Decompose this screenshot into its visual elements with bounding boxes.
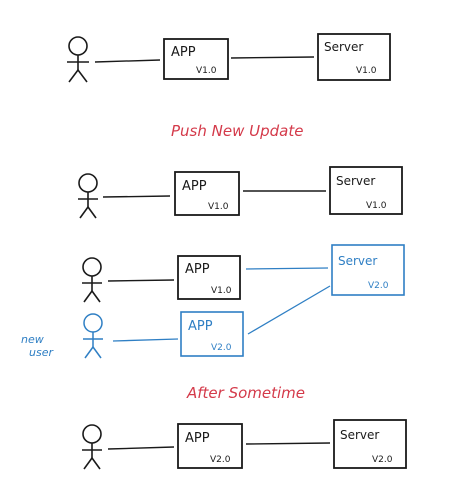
server-label: Server xyxy=(336,174,375,188)
app-box: APP V2.0 xyxy=(177,423,243,469)
user-figure xyxy=(78,173,98,219)
app-version: V2.0 xyxy=(211,343,232,353)
new-user-app-connector xyxy=(112,338,179,342)
server-version: V2.0 xyxy=(368,281,389,291)
user-app-connector xyxy=(102,195,171,198)
user-app-connector xyxy=(94,59,161,63)
app-server-connector xyxy=(245,267,329,270)
app-box: APP V1.0 xyxy=(177,255,241,300)
app-version: V1.0 xyxy=(211,286,232,296)
scene-initial: APP V1.0 Server V1.0 xyxy=(67,33,391,83)
app-label: APP xyxy=(188,319,213,334)
new-app-server-connector xyxy=(247,285,331,335)
app-label: APP xyxy=(185,431,210,446)
scene-final: APP V2.0 Server V2.0 xyxy=(82,419,407,470)
server-label: Server xyxy=(338,254,377,268)
app-label: APP xyxy=(182,179,207,194)
server-version: V1.0 xyxy=(356,66,377,76)
new-user-label: new user xyxy=(21,333,54,359)
user-app-connector xyxy=(107,279,175,282)
user-figure xyxy=(67,36,89,83)
app-label: APP xyxy=(171,45,196,60)
server-box: Server V1.0 xyxy=(329,166,403,215)
app-box: APP V1.0 xyxy=(174,171,240,216)
app-version: V1.0 xyxy=(208,202,229,212)
app-version: V1.0 xyxy=(196,66,217,76)
app-version: V2.0 xyxy=(210,455,231,465)
server-box: Server V2.0 xyxy=(333,419,407,469)
new-app-box: APP V2.0 xyxy=(180,311,244,357)
app-label: APP xyxy=(185,262,210,277)
server-version: V1.0 xyxy=(366,201,387,211)
new-user-label-line-2: user xyxy=(29,346,54,359)
new-user-label-line-1: new xyxy=(21,333,44,346)
new-user-figure xyxy=(83,313,103,359)
scene-pushed: APP V1.0 Server V1.0 xyxy=(78,166,403,219)
push-new-update-heading: Push New Update xyxy=(171,122,303,140)
app-box: APP V1.0 xyxy=(163,38,229,80)
server-version: V2.0 xyxy=(372,455,393,465)
server-label: Server xyxy=(324,40,363,54)
server-box: Server V1.0 xyxy=(317,33,391,81)
app-server-connector xyxy=(230,56,315,59)
user-app-connector xyxy=(107,446,175,450)
user-figure xyxy=(82,257,102,303)
server-box: Server V2.0 xyxy=(331,244,405,296)
app-server-connector xyxy=(245,442,331,445)
after-sometime-heading: After Sometime xyxy=(186,384,305,402)
server-label: Server xyxy=(340,428,379,442)
user-figure xyxy=(82,424,102,470)
scene-transition: APP V1.0 Server V2.0 new user APP V2.0 xyxy=(21,244,405,359)
